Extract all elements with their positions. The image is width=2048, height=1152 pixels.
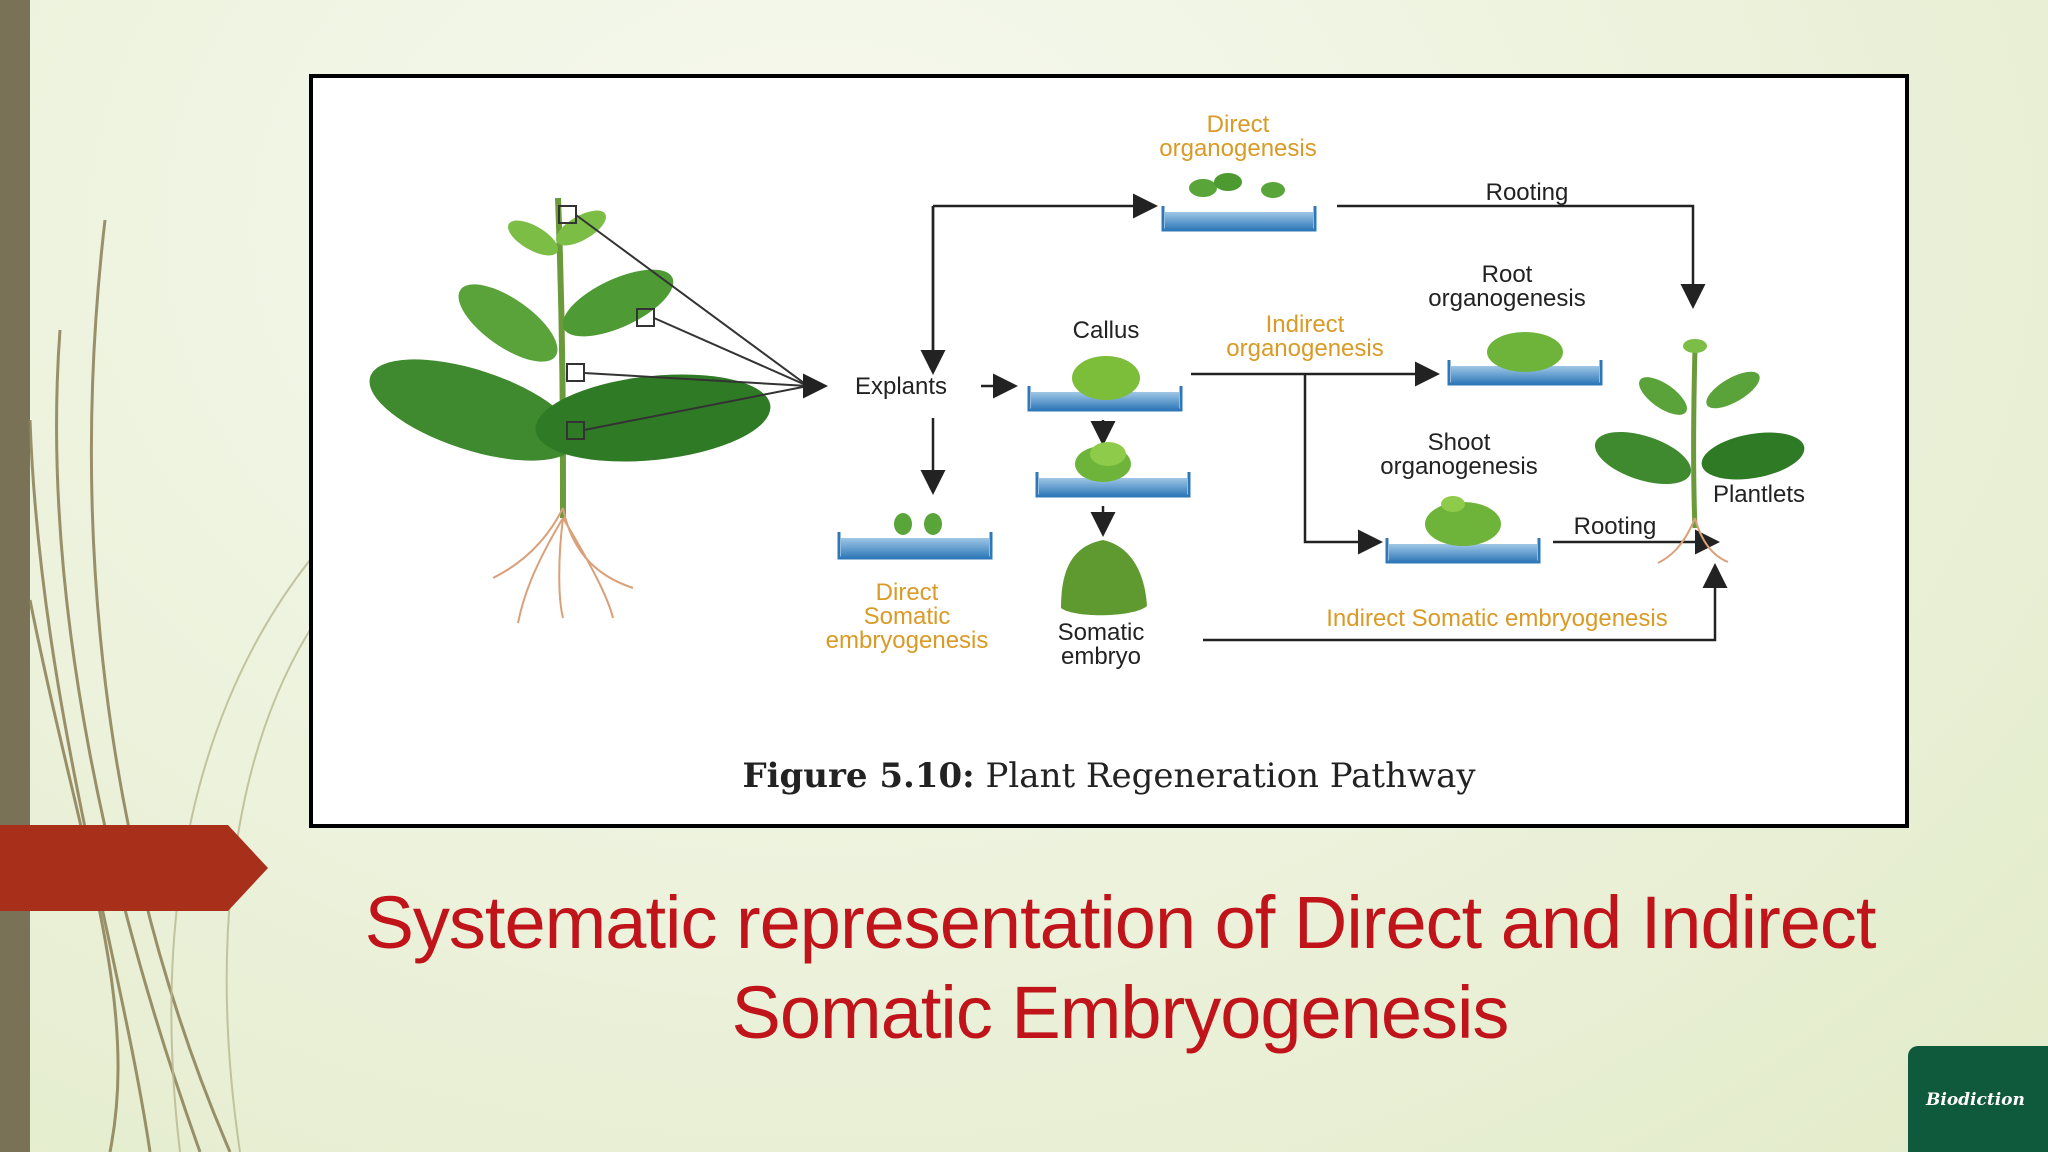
- label-explants: Explants: [855, 373, 947, 400]
- figure-panel: Direct organogenesis Rooting Root organo…: [309, 74, 1909, 828]
- label-plantlets: Plantlets: [1713, 481, 1805, 508]
- label-rooting-top: Rooting: [1486, 179, 1569, 206]
- slide-title-line-2: Somatic Embryogenesis: [731, 971, 1510, 1054]
- plantlet-illustration: [1594, 339, 1805, 564]
- label-somatic-embryo: Somatic: [1058, 619, 1145, 646]
- parent-plant-illustration: [369, 197, 809, 624]
- slide-title-line-1: Systematic representation of Direct and …: [364, 881, 1877, 964]
- label-rooting-bottom: Rooting: [1574, 513, 1657, 540]
- label-indirect-organogenesis: Indirect: [1266, 311, 1345, 338]
- label-direct-somatic-3: embryogenesis: [826, 627, 989, 654]
- label-indirect-somatic: Indirect Somatic embryogenesis: [1326, 605, 1667, 632]
- label-somatic-embryo-2: embryo: [1061, 643, 1141, 670]
- decorative-swooshes: [28, 219, 311, 1152]
- figure-caption: Figure 5.10: Plant Regeneration Pathway: [313, 756, 1905, 796]
- somatic-embryo-illustration: [1061, 540, 1147, 616]
- accent-arrow-tab: [0, 825, 268, 911]
- figure-number: Figure 5.10:: [742, 756, 975, 796]
- label-shoot-organogenesis-2: organogenesis: [1380, 453, 1537, 480]
- plant-regeneration-diagram: Direct organogenesis Rooting Root organo…: [369, 111, 1805, 670]
- label-direct-organogenesis-2: organogenesis: [1159, 135, 1316, 162]
- label-root-organogenesis-2: organogenesis: [1428, 285, 1585, 312]
- culture-vessels: [837, 173, 1603, 564]
- label-indirect-organogenesis-2: organogenesis: [1226, 335, 1383, 362]
- slide-title: Systematic representation of Direct and …: [330, 878, 1910, 1058]
- label-callus: Callus: [1073, 317, 1140, 344]
- figure-caption-text: Plant Regeneration Pathway: [985, 756, 1476, 796]
- label-direct-somatic: Direct: [876, 579, 939, 606]
- label-direct-somatic-2: Somatic: [864, 603, 951, 630]
- pathway-arrows: [803, 193, 1728, 642]
- label-shoot-organogenesis: Shoot: [1428, 429, 1491, 456]
- logo-text: Biodiction: [1926, 1090, 2025, 1110]
- label-root-organogenesis: Root: [1482, 261, 1533, 288]
- label-direct-organogenesis: Direct: [1207, 111, 1270, 138]
- biodiction-logo: Biodiction: [1908, 1046, 2048, 1152]
- left-accent-bar: [0, 0, 30, 1152]
